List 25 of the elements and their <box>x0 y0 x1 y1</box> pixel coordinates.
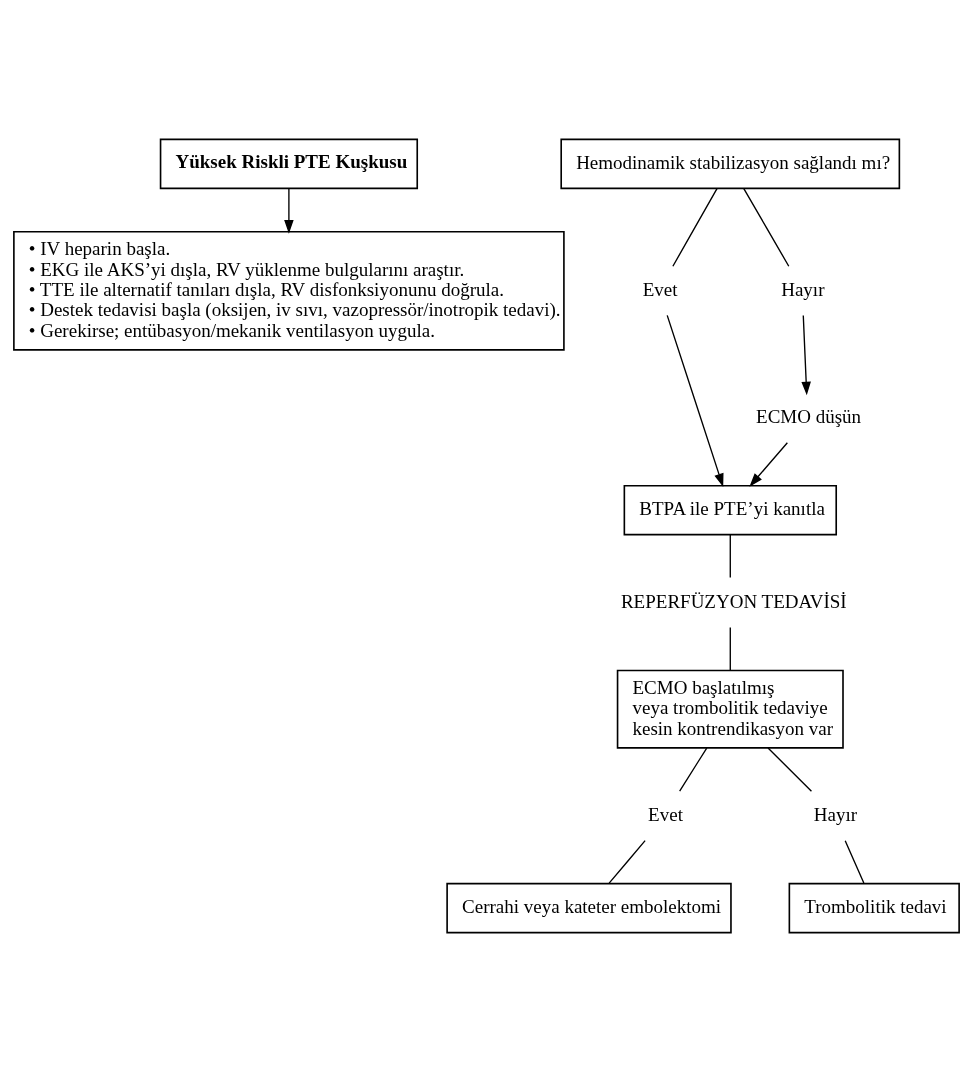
arrow <box>749 442 789 487</box>
node-text: Evet <box>642 278 678 300</box>
arrow <box>284 187 294 234</box>
node-box: BTPA ile PTE’yi kanıtla <box>623 484 838 536</box>
arrow <box>801 314 811 396</box>
connector <box>608 840 646 884</box>
node-text: REPERFÜZYON TEDAVİSİ <box>620 590 847 612</box>
node-box: • IV heparin başla. • EKG ile AKS’yi dışla, RV yüklenme bulgularını araştır. • TTE ile alternatif tanıları dışla, RV disfonksiyonunu doğrula. • Destek tedavisi başla (oksijen, iv sıvı, vazopressör/inotropik tedavi). • Gerekirse; entübasyon/mekanik ventilasyon uygula. <box>13 230 565 351</box>
node-text: Evet <box>648 803 683 825</box>
connector <box>679 747 708 792</box>
node-text: Hayır <box>781 278 825 300</box>
connector <box>844 840 865 884</box>
connector <box>729 626 731 671</box>
node-box: Hemodinamik stabilizasyon sağlandı mı? <box>560 138 901 190</box>
node-text: ECMO düşün <box>756 405 862 427</box>
node-box: Yüksek Riskli PTE Kuşkusu <box>159 138 419 190</box>
arrow <box>666 314 724 488</box>
node-box: Trombolitik tedavi <box>788 882 960 934</box>
node-box: Cerrahi veya kateter embolektomi <box>446 882 732 934</box>
connector <box>729 534 731 579</box>
node-box: ECMO başlatılmış veya trombolitik tedaviye kesin kontrendikasyon var <box>616 669 844 749</box>
connector <box>767 747 813 792</box>
node-text: Hayır <box>813 803 858 825</box>
connector <box>743 187 790 267</box>
connector <box>672 187 718 267</box>
